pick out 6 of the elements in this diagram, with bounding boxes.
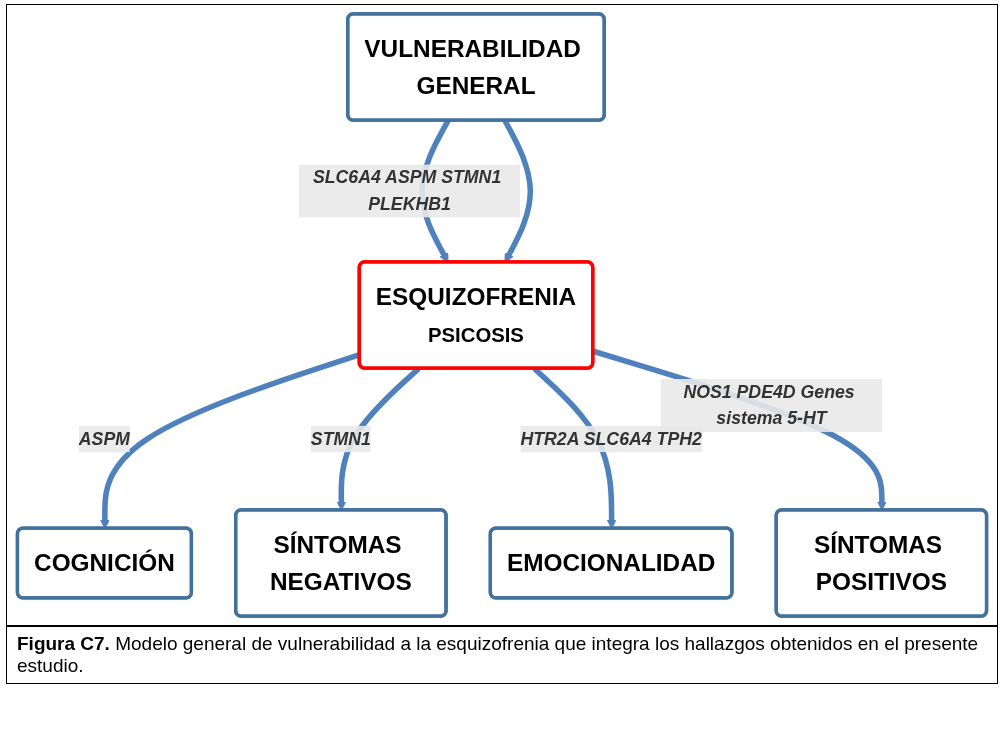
edge-label: HTR2A SLC6A4 TPH2: [520, 429, 702, 448]
edge-label: NOS1 PDE4D Genes sistema 5-HT: [683, 382, 855, 428]
edge-label: STMN1: [310, 429, 371, 448]
edge-label: SLC6A4 ASPM STMN1 PLEKHB1: [312, 167, 502, 214]
figure-caption: Figura C7. Modelo general de vulnerabilidad a la esquizofrenia que integra los hallazgos obtenidos en el presente estudio.: [7, 625, 997, 683]
edge-label: ASPM: [78, 429, 131, 448]
